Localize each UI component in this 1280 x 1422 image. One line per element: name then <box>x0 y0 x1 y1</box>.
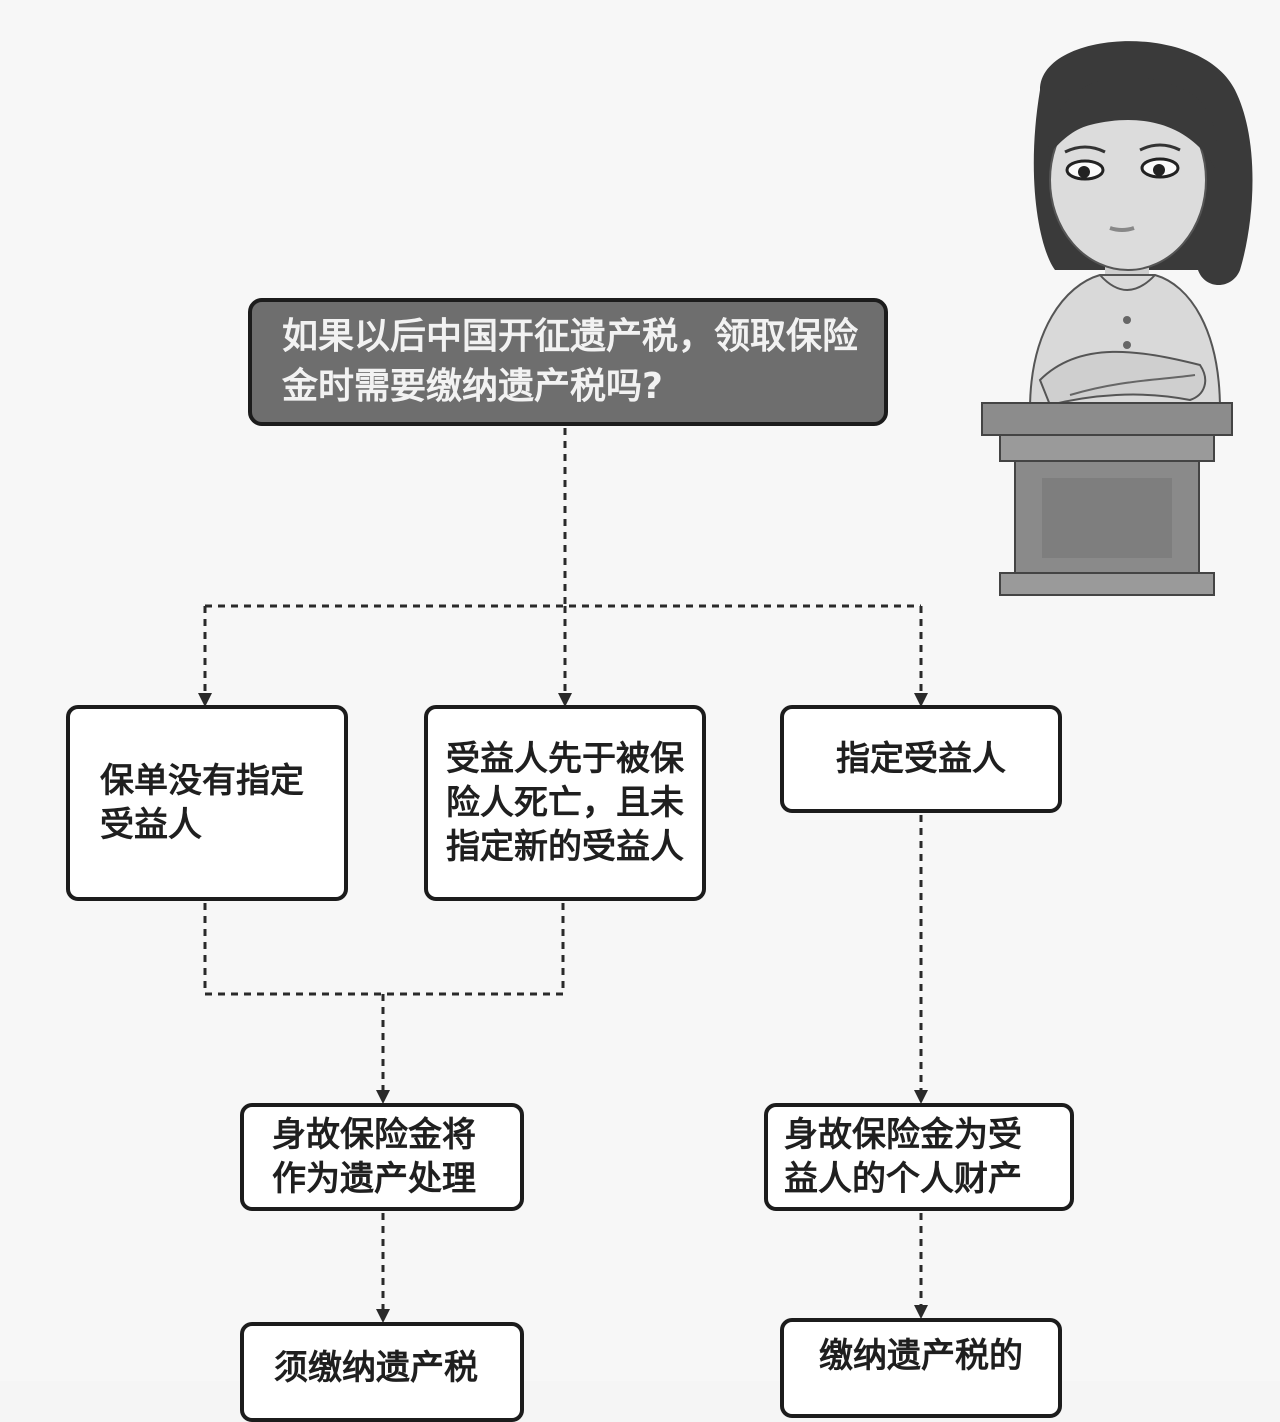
outcome-pay-tax-partial: 缴纳遗产税的 <box>780 1318 1062 1418</box>
podium-base <box>999 572 1215 596</box>
question-box: 如果以后中国开征遗产税，领取保险金时需要缴纳遗产税吗? <box>248 298 888 426</box>
flowchart-canvas: 如果以后中国开征遗产税，领取保险金时需要缴纳遗产税吗? 保单没有指定受益人 受益… <box>66 41 1253 1422</box>
podium-top <box>981 402 1233 436</box>
hair-fringe <box>1048 76 1218 170</box>
branch-beneficiary-died-first-text: 受益人先于被保险人死亡，且未指定新的受益人 <box>446 739 684 867</box>
outcome-personal-property: 身故保险金为受益人的个人财产 <box>764 1103 1074 1211</box>
question-text: 如果以后中国开征遗产税，领取保险金时需要缴纳遗产税吗? <box>282 316 859 407</box>
woman-at-podium-illustration <box>981 41 1253 596</box>
branch-no-beneficiary: 保单没有指定受益人 <box>66 705 348 901</box>
outcome-pay-tax-partial-text: 缴纳遗产税的 <box>819 1336 1023 1376</box>
mouth <box>1109 226 1135 232</box>
branch-designated-beneficiary-text: 指定受益人 <box>836 739 1006 779</box>
outcome-must-pay-tax-text: 须缴纳遗产税 <box>274 1348 478 1388</box>
branch-no-beneficiary-text: 保单没有指定受益人 <box>100 761 304 845</box>
outcome-as-estate: 身故保险金将作为遗产处理 <box>240 1103 524 1211</box>
outcome-personal-property-text: 身故保险金为受益人的个人财产 <box>784 1115 1022 1199</box>
connectors <box>198 428 928 1323</box>
outcome-as-estate-text: 身故保险金将作为遗产处理 <box>272 1115 476 1199</box>
outcome-must-pay-tax: 须缴纳遗产税 <box>240 1322 524 1422</box>
branch-beneficiary-died-first: 受益人先于被保险人死亡，且未指定新的受益人 <box>424 705 706 901</box>
branch-designated-beneficiary: 指定受益人 <box>780 705 1062 813</box>
